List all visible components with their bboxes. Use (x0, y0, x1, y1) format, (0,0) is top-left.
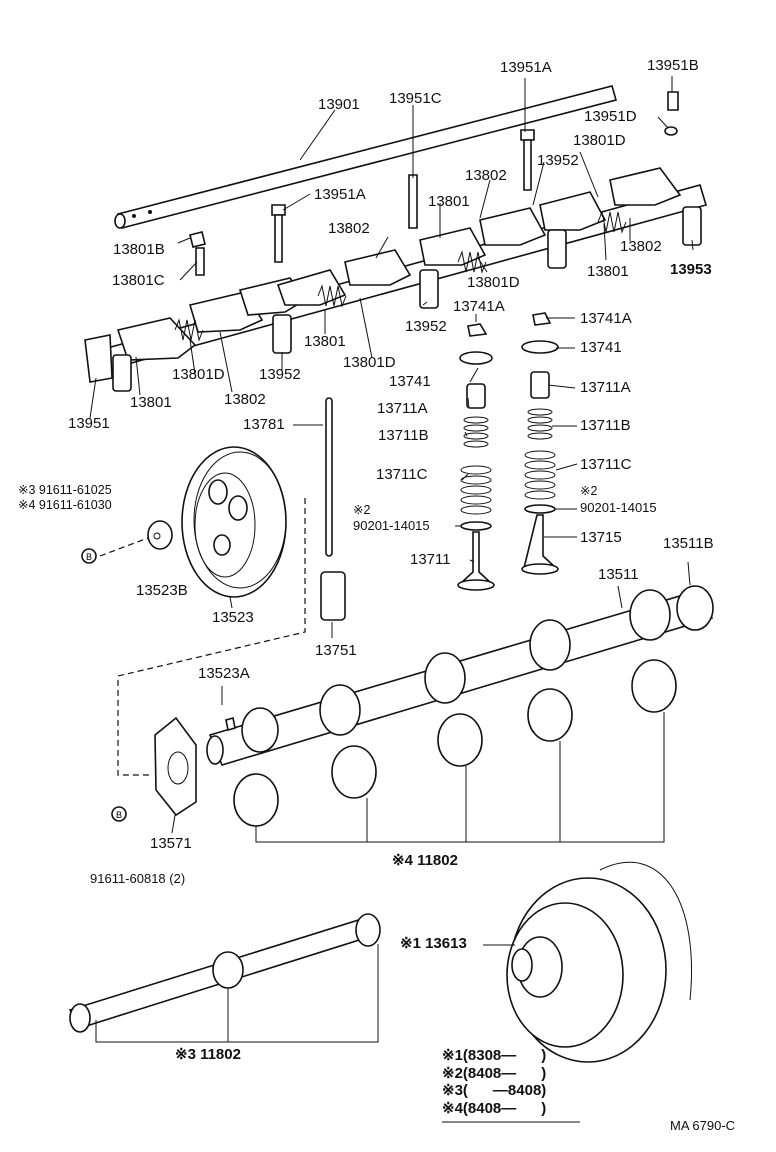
label-13741-right: 13741 (580, 339, 622, 356)
label-13951c: 13951C (389, 90, 442, 107)
label-bolt-b: 91611-60818 (2) (90, 871, 186, 886)
label-13951: 13951 (68, 415, 110, 432)
thrust-plate (154, 716, 197, 817)
label-13523: 13523 (212, 609, 254, 626)
b-marker-text-2: B (116, 810, 122, 820)
label-13952-mid: 13952 (405, 318, 447, 335)
label-13801b: 13801B (113, 241, 165, 258)
label-13951b: 13951B (647, 57, 699, 74)
b-marker-text-1: B (86, 552, 92, 562)
rocker-shaft (114, 85, 617, 229)
label-13952-left: 13952 (259, 366, 301, 383)
label-13952-top: 13952 (537, 152, 579, 169)
label-13951d: 13951D (584, 108, 637, 125)
label-washer-left: 90201-14015 (353, 518, 430, 533)
label-11802-set3: ※3 11802 (175, 1046, 241, 1063)
label-13715: 13715 (580, 529, 622, 546)
legend-line-3: ※3( —8408) (442, 1082, 547, 1099)
label-mark2-left: ※2 (353, 503, 371, 517)
label-13711a-right: 13711A (580, 379, 631, 396)
label-13953: 13953 (670, 261, 712, 278)
label-13741a-right: 13741A (580, 310, 632, 327)
label-13523b: 13523B (136, 582, 188, 599)
label-13511: 13511 (598, 566, 639, 583)
cam-gear-assembly (506, 861, 692, 1063)
label-13801-left: 13801 (130, 394, 172, 411)
label-13711: 13711 (410, 551, 451, 568)
label-13711b-left: 13711B (378, 427, 429, 444)
label-13951a-top: 13951A (500, 59, 552, 76)
legend-line-2: ※2(8408— ) (442, 1064, 547, 1082)
legend-line-1: ※1(8308— ) (442, 1047, 547, 1064)
label-13802-left: 13802 (224, 391, 266, 408)
label-13711b-right: 13711B (580, 417, 631, 434)
valve-assembly-left (457, 323, 495, 591)
label-13802-top: 13802 (465, 167, 507, 184)
label-13801d-right: 13801D (467, 274, 520, 291)
drawing-code: MA 6790-C (670, 1118, 736, 1133)
label-13801d-left: 13801D (172, 366, 225, 383)
label-13801-right: 13801 (587, 263, 629, 280)
label-13571: 13571 (150, 835, 192, 852)
label-note4-bolt: ※4 91611-61030 (18, 498, 112, 512)
camshaft-bearings-set-4 (233, 659, 677, 843)
legend-line-4: ※4(8408— ) (442, 1099, 547, 1117)
label-washer-right: 90201-14015 (580, 500, 657, 515)
camshaft (206, 585, 714, 766)
label-13523a: 13523A (198, 665, 250, 682)
label-13711c-right: 13711C (580, 456, 632, 473)
label-13741-left: 13741 (389, 373, 431, 390)
label-13741a-left: 13741A (453, 298, 505, 315)
valve-assembly-right (521, 312, 559, 575)
label-13802-mid: 13802 (328, 220, 370, 237)
serial-legend: ※1(8308— ) ※2(8408— ) ※3( —8408) ※4(8408… (442, 1047, 546, 1117)
label-mark2-right: ※2 (580, 484, 598, 498)
label-13781: 13781 (243, 416, 285, 433)
label-13801d-mid: 13801D (343, 354, 396, 371)
push-rod-and-lifter (320, 397, 346, 621)
label-13801-top: 13801 (428, 193, 470, 210)
leader-lines (89, 76, 694, 946)
bolts-and-nuts (189, 91, 679, 276)
label-13901: 13901 (318, 96, 360, 113)
label-13711c-left: 13711C (376, 466, 428, 483)
label-13802-right: 13802 (620, 238, 662, 255)
label-13951a-mid: 13951A (314, 186, 366, 203)
label-13801d-top: 13801D (573, 132, 626, 149)
label-13801c: 13801C (112, 272, 165, 289)
rocker-arm-assembly (84, 167, 708, 392)
label-13511b: 13511B (663, 535, 714, 552)
camshaft-timing-gear (99, 446, 306, 776)
label-13613: ※1 13613 (400, 935, 467, 952)
label-note3-bolt: ※3 91611-61025 (18, 483, 112, 497)
camshaft-variant-3 (68, 913, 381, 1043)
label-11802-set4: ※4 11802 (392, 852, 458, 869)
label-13711a-left: 13711A (377, 400, 428, 417)
label-13801-mid: 13801 (304, 333, 346, 350)
label-13751: 13751 (315, 642, 357, 659)
b-marker-bolts: B B (81, 548, 127, 822)
